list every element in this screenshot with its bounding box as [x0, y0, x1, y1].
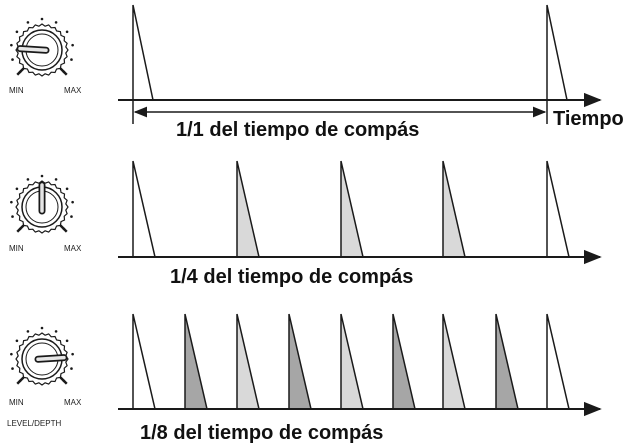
scale-dot — [26, 178, 30, 181]
scale-dot — [70, 367, 73, 370]
knob-max-label: MAX — [64, 86, 82, 95]
pulse-triangle — [546, 160, 570, 258]
scale-dot — [26, 21, 30, 24]
row-1-whole-bar: MIN MAX 1/1 del tiempo de compás Tiempo — [9, 4, 624, 141]
knob-limit-tick — [16, 376, 25, 385]
scale-dot — [11, 215, 14, 218]
knob-row-2 — [10, 174, 74, 234]
scale-dot — [54, 21, 58, 24]
row-3-eighth-bar: MIN MAX LEVEL/DEPTH 1/8 del tiempo de co… — [7, 313, 602, 444]
pulse-triangle — [392, 313, 416, 410]
scale-dot — [71, 352, 74, 356]
pulse-triangle — [340, 160, 364, 258]
pulse-triangle — [132, 4, 154, 101]
scale-dot — [10, 43, 13, 47]
knob-max-label: MAX — [64, 398, 82, 407]
time-axis-label: Tiempo — [553, 108, 624, 130]
pulse-triangle — [132, 160, 156, 258]
row-3-label: 1/8 del tiempo de compás — [140, 422, 383, 444]
knob-pointer-fill — [36, 355, 66, 362]
scale-dot — [65, 339, 69, 343]
knob-limit-tick — [59, 67, 68, 76]
scale-dot — [15, 30, 19, 34]
row-1-label: 1/1 del tiempo de compás — [176, 119, 419, 141]
scale-dot — [40, 17, 44, 21]
knob-min-label: MIN — [9, 398, 24, 407]
scale-dot — [15, 187, 19, 191]
knob-min-label: MIN — [9, 86, 24, 95]
pulse-triangle — [236, 160, 260, 258]
scale-dot — [10, 200, 13, 204]
knob-row-3 — [10, 326, 74, 386]
row-2-label: 1/4 del tiempo de compás — [170, 266, 413, 288]
scale-dot — [11, 58, 14, 61]
knob-caption: LEVEL/DEPTH — [7, 419, 61, 428]
pulse-triangle — [288, 313, 312, 410]
row-2-quarter-bar: MIN MAX 1/4 del tiempo de compás — [9, 160, 602, 288]
knob-limit-tick — [16, 224, 25, 233]
pulse-triangle — [442, 313, 466, 410]
pulse-triangle — [340, 313, 364, 410]
pulse-triangle — [236, 313, 260, 410]
knob-max-label: MAX — [64, 244, 82, 253]
pulse-group-row-2 — [132, 160, 570, 258]
scale-dot — [70, 58, 73, 61]
scale-dot — [71, 43, 74, 47]
pulse-triangle — [546, 4, 568, 101]
scale-dot — [65, 30, 69, 34]
scale-dot — [15, 339, 19, 343]
knob-min-label: MIN — [9, 244, 24, 253]
scale-dot — [54, 330, 58, 333]
pulse-group-row-1 — [132, 4, 568, 101]
scale-dot — [10, 352, 13, 356]
scale-dot — [54, 178, 58, 181]
knob-limit-tick — [59, 376, 68, 385]
pulse-triangle — [442, 160, 466, 258]
pulse-triangle — [132, 313, 156, 410]
knob-limit-tick — [59, 224, 68, 233]
scale-dot — [71, 200, 74, 204]
knob-row-1 — [10, 17, 74, 77]
pulse-triangle — [184, 313, 208, 410]
scale-dot — [70, 215, 73, 218]
scale-dot — [11, 367, 14, 370]
knob-limit-tick — [16, 67, 25, 76]
scale-dot — [40, 326, 44, 330]
pulse-triangle — [546, 313, 570, 410]
scale-dot — [26, 330, 30, 333]
pulse-triangle — [495, 313, 519, 410]
scale-dot — [40, 174, 44, 178]
scale-dot — [65, 187, 69, 191]
knob-pointer-fill — [18, 46, 48, 53]
pulse-group-row-3 — [132, 313, 570, 410]
